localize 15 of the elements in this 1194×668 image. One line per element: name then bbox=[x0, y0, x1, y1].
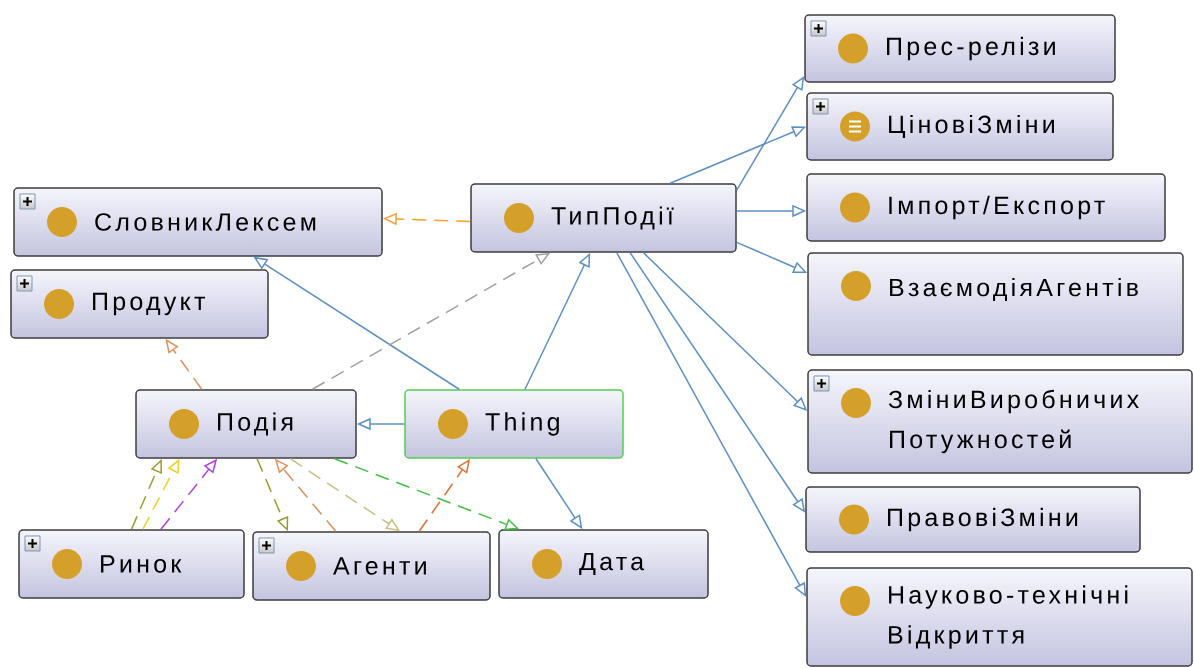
class-box: Науково-технічні Відкриття bbox=[806, 567, 1193, 667]
class-box: Ринок bbox=[18, 529, 245, 599]
class-box: Імпорт/Експорт bbox=[806, 173, 1166, 242]
class-box: Thing bbox=[404, 389, 624, 459]
class-box: ЗміниВиробничих Потужностей bbox=[807, 369, 1193, 474]
class-box: СловникЛексем bbox=[13, 187, 383, 257]
class-box: Агенти bbox=[252, 531, 491, 601]
class-box: ВзаємодіяАгентів bbox=[807, 252, 1184, 356]
class-box: ЦіновіЗміни bbox=[806, 92, 1114, 161]
class-box: Прес-релізи bbox=[804, 14, 1116, 83]
class-box: Продукт bbox=[10, 269, 269, 339]
class-box: ПравовіЗміни bbox=[805, 486, 1141, 553]
class-box: ТипПодії bbox=[470, 183, 737, 253]
class-box: Дата bbox=[498, 529, 709, 599]
class-box: Подія bbox=[135, 389, 357, 459]
